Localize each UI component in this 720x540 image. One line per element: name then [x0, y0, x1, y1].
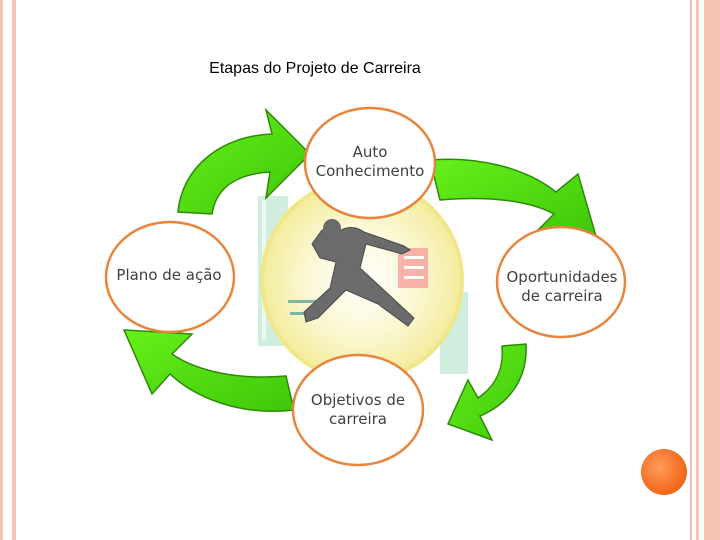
node-label-plano: Plano de ação [104, 266, 234, 285]
orange-accent-dot [641, 449, 687, 495]
node-label-auto-conhecimento: Auto Conhecimento [300, 143, 440, 181]
node-label-oportunidades: Oportunidades de carreira [488, 268, 636, 306]
arrow-top-left-icon [178, 110, 310, 214]
node-label-objetivos: Objetivos de carreira [288, 391, 428, 429]
arrow-top-right-icon [430, 159, 596, 236]
